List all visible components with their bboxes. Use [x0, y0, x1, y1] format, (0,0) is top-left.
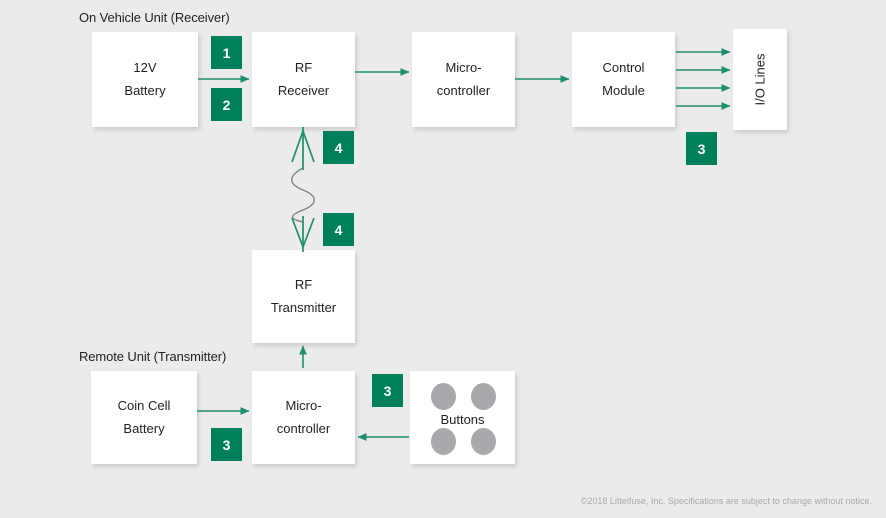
- badge-3-io-lines[interactable]: 3: [686, 132, 717, 165]
- node-microcontroller-receiver-line1: Micro-: [445, 59, 482, 75]
- section-title-remote-unit: Remote Unit (Transmitter): [79, 349, 227, 364]
- copyright-notice: ©2018 Littelfuse, Inc. Specifications ar…: [580, 496, 872, 506]
- node-rf-receiver[interactable]: RF Receiver: [252, 32, 355, 127]
- rf-signal-wave-icon: [291, 167, 315, 223]
- node-coin-cell-battery[interactable]: Coin Cell Battery: [91, 371, 197, 464]
- node-buttons-label: Buttons: [440, 412, 485, 427]
- node-control-module-line2: Module: [602, 82, 645, 98]
- node-microcontroller-receiver-line2: controller: [436, 82, 491, 98]
- badge-3-coin-cell-value: 3: [222, 436, 231, 453]
- badge-2-battery-rf[interactable]: 2: [211, 88, 242, 121]
- button-dot-top-right[interactable]: [471, 383, 496, 410]
- node-io-lines[interactable]: I/O Lines: [733, 29, 787, 130]
- button-dot-bottom-right[interactable]: [471, 428, 496, 455]
- section-title-on-vehicle-unit: On Vehicle Unit (Receiver): [79, 10, 230, 25]
- badge-4-antenna-upper-value: 4: [334, 139, 343, 156]
- node-microcontroller-transmitter-line2: controller: [276, 420, 331, 436]
- node-coin-cell-battery-line2: Battery: [123, 420, 165, 436]
- node-control-module-line1: Control: [602, 59, 645, 75]
- badge-4-antenna-lower[interactable]: 4: [323, 213, 354, 246]
- antenna-receiver-icon: [291, 127, 315, 170]
- node-12v-battery-line2: Battery: [124, 82, 166, 98]
- node-12v-battery-line1: 12V: [133, 59, 157, 75]
- button-dot-top-left[interactable]: [431, 383, 456, 410]
- badge-1-battery-rf-value: 1: [222, 44, 231, 61]
- node-rf-transmitter[interactable]: RF Transmitter: [252, 250, 355, 343]
- badge-3-coin-cell[interactable]: 3: [211, 428, 242, 461]
- node-microcontroller-transmitter-line1: Micro-: [285, 397, 322, 413]
- node-rf-receiver-line1: RF: [294, 59, 313, 75]
- node-coin-cell-battery-line1: Coin Cell: [117, 397, 171, 413]
- node-rf-transmitter-line2: Transmitter: [270, 299, 337, 315]
- node-buttons[interactable]: Buttons: [410, 371, 515, 464]
- badge-3-buttons[interactable]: 3: [372, 374, 403, 407]
- node-rf-transmitter-line1: RF: [294, 276, 313, 292]
- badge-1-battery-rf[interactable]: 1: [211, 36, 242, 69]
- badge-4-antenna-lower-value: 4: [334, 221, 343, 238]
- node-microcontroller-transmitter[interactable]: Micro- controller: [252, 371, 355, 464]
- badge-2-battery-rf-value: 2: [222, 96, 231, 113]
- node-rf-receiver-line2: Receiver: [277, 82, 330, 98]
- node-control-module[interactable]: Control Module: [572, 32, 675, 127]
- badge-3-buttons-value: 3: [383, 382, 392, 399]
- node-12v-battery[interactable]: 12V Battery: [92, 32, 198, 127]
- antenna-transmitter-icon: [291, 216, 315, 252]
- badge-4-antenna-upper[interactable]: 4: [323, 131, 354, 164]
- node-io-lines-label: I/O Lines: [752, 53, 768, 106]
- node-microcontroller-receiver[interactable]: Micro- controller: [412, 32, 515, 127]
- badge-3-io-lines-value: 3: [697, 140, 706, 157]
- button-dot-bottom-left[interactable]: [431, 428, 456, 455]
